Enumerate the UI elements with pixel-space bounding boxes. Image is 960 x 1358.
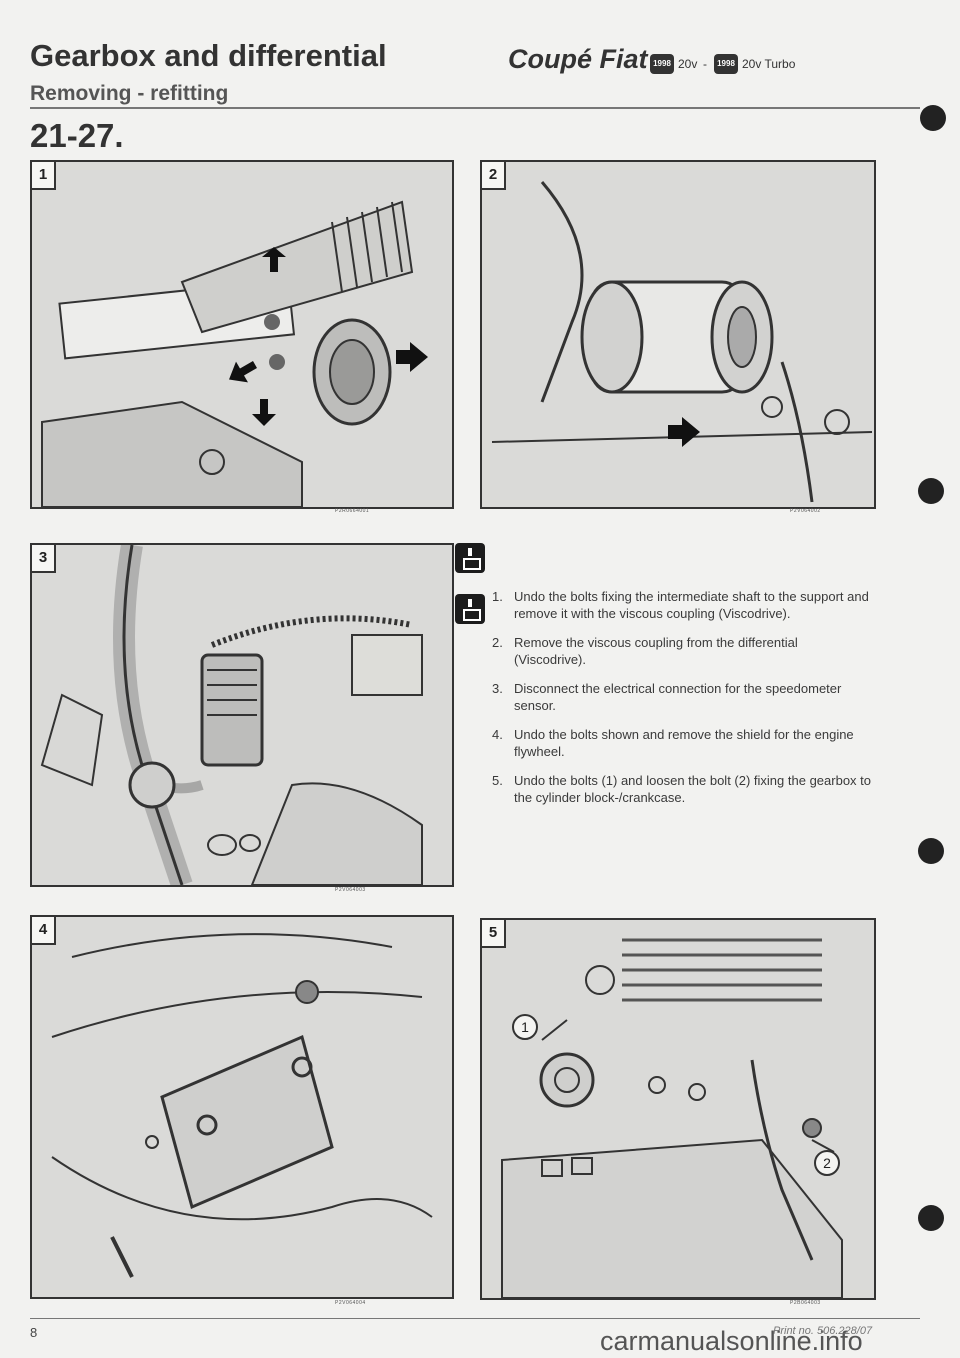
punch-hole-icon [920, 105, 946, 131]
figure-1-drawing [41, 200, 428, 507]
callout-2: 2 [814, 1150, 840, 1176]
figure-number: 5 [482, 920, 506, 948]
figure-number: 3 [32, 545, 56, 573]
figure-4-drawing [51, 933, 433, 1278]
step-number: 3. [492, 681, 503, 696]
figure-3: 3 [30, 543, 454, 887]
header-divider [30, 107, 920, 109]
step-item: 1. Undo the bolts fixing the intermediate… [492, 588, 872, 622]
figure-code: P2V064003 [335, 887, 366, 893]
figure-5: 5 1 2 [480, 918, 876, 1300]
step-item: 5. Undo the bolts (1) and loosen the bolt… [492, 772, 872, 806]
step-text: Undo the bolts fixing the intermediate s… [514, 589, 869, 621]
figure-1: 1 [30, 160, 454, 509]
step-text: Undo the bolts (1) and loosen the bolt (… [514, 773, 871, 805]
engine-badge-icon: 1998 [714, 54, 738, 74]
step-number: 2. [492, 635, 503, 650]
figure-number: 4 [32, 917, 56, 945]
refitting-icon [455, 594, 485, 624]
section-number: 21-27. [30, 117, 124, 154]
step-number: 1. [492, 589, 503, 604]
punch-hole-icon [918, 838, 944, 864]
removal-icon [455, 543, 485, 573]
brand-title: Coupé Fiat [508, 44, 648, 74]
variant-separator: - [703, 57, 707, 71]
engine-badge-icon: 1998 [650, 54, 674, 74]
step-text: Undo the bolts shown and remove the shie… [514, 727, 854, 759]
page-title: Gearbox and differential [30, 38, 387, 73]
step-number: 4. [492, 727, 503, 742]
page-number: 8 [30, 1325, 38, 1340]
figure-code: P2R0664001 [335, 508, 370, 514]
step-item: 3. Disconnect the electrical connection f… [492, 680, 872, 714]
page-subtitle: Removing - refitting [30, 82, 229, 105]
figure-4: 4 [30, 915, 454, 1299]
figure-3-drawing [40, 545, 423, 885]
punch-hole-icon [918, 478, 944, 504]
step-item: 4. Undo the bolts shown and remove the sh… [492, 726, 872, 760]
step-item: 2. Remove the viscous coupling from the d… [492, 634, 872, 668]
step-number: 5. [492, 773, 503, 788]
callout-1: 1 [512, 1014, 538, 1040]
step-text: Remove the viscous coupling from the dif… [514, 635, 798, 667]
step-text: Disconnect the electrical connection for… [514, 681, 842, 713]
watermark: carmanualsonline.info [600, 1326, 863, 1356]
figure-5-drawing [501, 938, 843, 1298]
figure-number: 2 [482, 162, 506, 190]
footer-divider [30, 1318, 920, 1319]
figure-number: 1 [32, 162, 56, 190]
figure-code: P2B064003 [790, 1300, 821, 1306]
figure-2-drawing [491, 181, 873, 503]
punch-hole-icon [918, 1205, 944, 1231]
variant-b: 20v Turbo [742, 57, 796, 71]
figure-code: P2V064004 [335, 1300, 366, 1306]
print-number: Print no. 506.228/07 [773, 1325, 873, 1337]
figure-code: P2V064002 [790, 508, 821, 514]
instruction-steps: 1. Undo the bolts fixing the intermediate… [492, 588, 872, 818]
variant-a: 20v [678, 57, 698, 71]
figure-2: 2 [480, 160, 876, 509]
